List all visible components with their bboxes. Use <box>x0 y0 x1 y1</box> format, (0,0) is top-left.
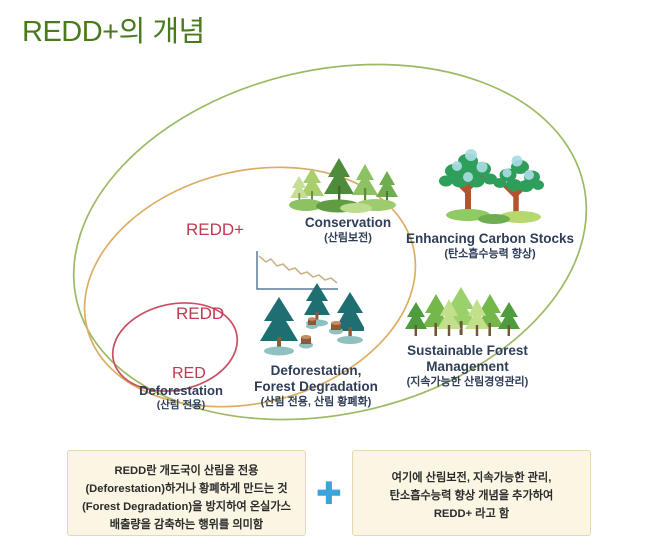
conservation-forest-illustration <box>286 136 404 216</box>
venn-label-reddplus: REDD+ <box>186 220 245 239</box>
caption-carbon-stocks: Enhancing Carbon Stocks (탄소흡수능력 향상) <box>400 231 580 261</box>
note-left-line-3: (Forest Degradation)을 방지하여 온실가스 <box>82 501 291 514</box>
note-left-line-4: 배출량을 감축하는 행위를 의미함 <box>109 519 264 532</box>
caption-sustainable-forest-en-line1: Sustainable Forest <box>407 343 528 358</box>
note-right-line-3: REDD+ 라고 함 <box>433 508 510 521</box>
note-right-line-1: 여기에 산림보전, 지속가능한 관리, <box>391 472 552 484</box>
note-left-line-1: REDD란 개도국이 산림을 전용 <box>114 465 259 477</box>
caption-red-en: Deforestation <box>139 383 223 398</box>
caption-sustainable-forest: Sustainable Forest Management (지속가능한 산림경… <box>380 343 555 389</box>
plus-icon: ✚ <box>316 475 342 511</box>
deforestation-illustration <box>246 245 364 357</box>
note-box-redd: REDD란 개도국이 산림을 전용 (Deforestation)하거나 황폐하… <box>67 450 306 536</box>
ellipse-red <box>111 302 239 392</box>
caption-carbon-stocks-ko: (탄소흡수능력 향상) <box>444 247 536 260</box>
sustainable-forest-illustration <box>395 265 527 343</box>
caption-deforestation-en-line1: Deforestation, <box>270 363 362 378</box>
note-left-line-2: (Deforestation)하거나 황폐하게 만드는 것 <box>85 483 288 496</box>
caption-sustainable-forest-ko: (지속가능한 산림경영관리) <box>406 375 529 388</box>
definition-notes-row: REDD란 개도국이 산림을 전용 (Deforestation)하거나 황폐하… <box>0 450 658 550</box>
caption-deforestation-en-line2: Forest Degradation <box>254 378 378 394</box>
note-box-reddplus: 여기에 산림보전, 지속가능한 관리, 탄소흡수능력 향상 개념을 추가하여 R… <box>352 450 591 536</box>
caption-conservation-en: Conservation <box>304 215 392 230</box>
caption-deforestation: Deforestation, Forest Degradation (산림 전용… <box>236 363 396 409</box>
caption-carbon-stocks-en: Enhancing Carbon Stocks <box>405 231 575 246</box>
note-right-line-2: 탄소흡수능력 향상 개념을 추가하여 <box>389 490 554 503</box>
declining-trend-chart <box>256 251 338 290</box>
ellipse-redd <box>83 166 417 408</box>
caption-sustainable-forest-en-line2: Management <box>426 358 509 374</box>
caption-deforestation-ko: (산림 전용, 산림 황폐화) <box>260 395 372 408</box>
caption-conservation-ko: (산림보전) <box>324 231 372 244</box>
tree-stumps <box>299 317 343 349</box>
carbon-stocks-trees-illustration <box>424 135 552 227</box>
venn-label-redd: REDD <box>176 304 225 323</box>
caption-red: Deforestation (산림 전용) <box>121 383 241 412</box>
redd-venn-diagram: REDD+ REDD RED Deforestation (산림 전용) Def… <box>0 52 658 442</box>
ellipse-reddplus <box>72 63 588 421</box>
caption-conservation: Conservation (산림보전) <box>288 215 408 245</box>
page-title: REDD+의 개념 <box>22 16 205 48</box>
caption-red-ko: (산림 전용) <box>156 399 206 412</box>
venn-label-red: RED <box>172 365 206 382</box>
